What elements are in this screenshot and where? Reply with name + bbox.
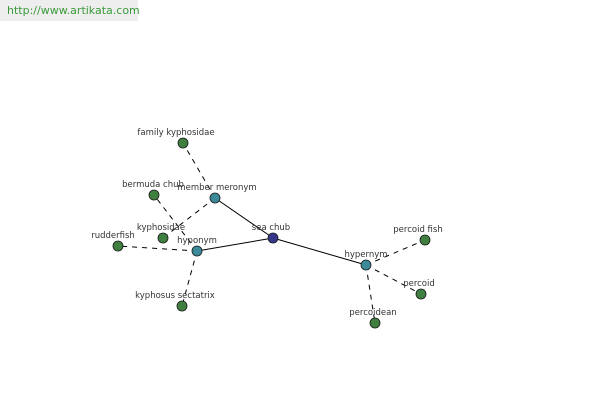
node-percoidean[interactable] <box>369 317 381 329</box>
edge-hyponym-rudderfish <box>117 245 198 252</box>
node-sea-chub[interactable] <box>267 232 279 244</box>
node-hypernym[interactable] <box>360 259 372 271</box>
label-kyphosidae[interactable]: kyphosidae <box>137 223 185 233</box>
label-percoidean[interactable]: percoidean <box>349 308 396 318</box>
label-kyphosus-sectatrix[interactable]: kyphosus sectatrix <box>135 291 215 301</box>
node-percoid[interactable] <box>415 288 427 300</box>
edge-hypernym-percoid <box>365 264 422 295</box>
label-percoid-fish[interactable]: percoid fish <box>393 225 442 235</box>
node-kyphosus-sectatrix[interactable] <box>176 300 188 312</box>
edge-member-meronym-family-kyphosidae <box>182 142 216 199</box>
node-rudderfish[interactable] <box>112 240 124 252</box>
edge-sea-chub-hypernym <box>272 237 367 266</box>
edge-hyponym-bermuda-chub <box>153 194 198 252</box>
label-percoid[interactable]: percoid <box>403 279 435 289</box>
label-rudderfish[interactable]: rudderfish <box>91 231 135 241</box>
source-url-link[interactable]: http://www.artikata.com <box>0 0 140 21</box>
edge-sea-chub-member-meronym <box>214 197 274 239</box>
label-family-kyphosidae[interactable]: family kyphosidae <box>137 128 214 138</box>
label-sea-chub[interactable]: sea chub <box>252 223 290 233</box>
edge-sea-chub-hyponym <box>196 237 274 252</box>
label-member-meronym[interactable]: member meronym <box>177 183 256 193</box>
node-bermuda-chub[interactable] <box>148 189 160 201</box>
edge-member-meronym-kyphosidae <box>162 197 216 239</box>
edge-hypernym-percoid-fish <box>365 239 426 266</box>
node-member-meronym[interactable] <box>209 192 221 204</box>
label-hypernym[interactable]: hypernym <box>344 250 387 260</box>
node-kyphosidae[interactable] <box>157 232 169 244</box>
node-percoid-fish[interactable] <box>419 234 431 246</box>
node-family-kyphosidae[interactable] <box>177 137 189 149</box>
node-hyponym[interactable] <box>191 245 203 257</box>
label-hyponym[interactable]: hyponym <box>177 236 217 246</box>
label-bermuda-chub[interactable]: bermuda chub <box>122 180 184 190</box>
